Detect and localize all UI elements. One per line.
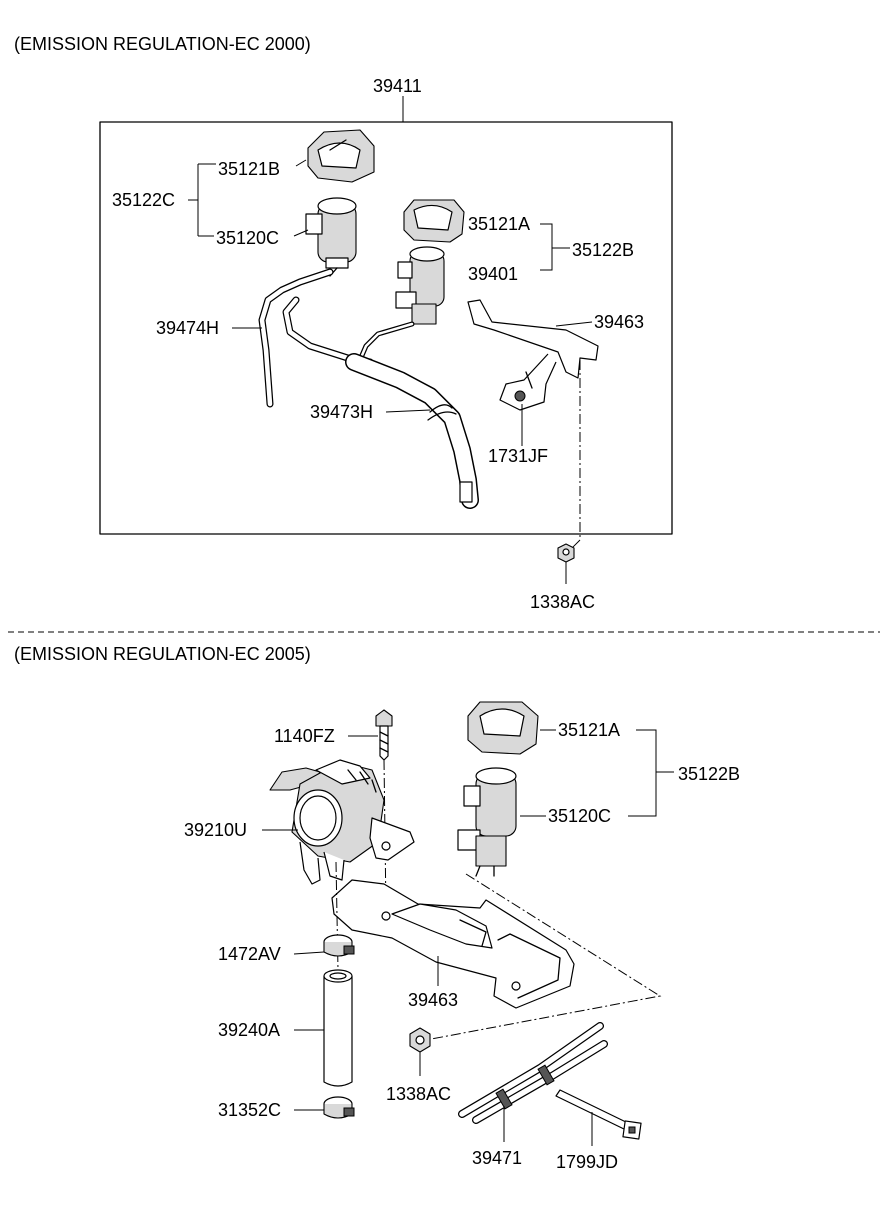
nut-1338ac-2005	[409, 1027, 431, 1053]
label-39463-2000: 39463	[594, 312, 644, 332]
section-title-ec2000: (EMISSION REGULATION-EC 2000)	[14, 34, 311, 54]
label-1338ac-2005: 1338AC	[386, 1084, 451, 1104]
label-39473h: 39473H	[310, 402, 373, 422]
label-35121a-2000: 35121A	[468, 214, 530, 234]
hose-39240a	[323, 969, 353, 1087]
label-39474h: 39474H	[156, 318, 219, 338]
valve-35120c-2005	[457, 767, 517, 877]
valve-39401	[395, 246, 445, 325]
label-35121a-2005: 35121A	[558, 720, 620, 740]
label-1338ac-2000: 1338AC	[530, 592, 595, 612]
nut-1338ac-2000	[557, 543, 575, 563]
bracket-35122b-2005	[628, 729, 674, 817]
bracket-35122b-2000	[540, 223, 570, 271]
clamp-31352c	[323, 1096, 355, 1119]
label-31352c: 31352C	[218, 1100, 281, 1120]
assembly-frame	[99, 121, 673, 535]
label-39401: 39401	[468, 264, 518, 284]
bracket-35122c	[188, 163, 216, 237]
bracket-39463-2005	[331, 879, 575, 1009]
label-35122b-2005: 35122B	[678, 764, 740, 784]
label-35120c-2000: 35120C	[216, 228, 279, 248]
label-39471: 39471	[472, 1148, 522, 1168]
cap-35121b	[307, 129, 375, 183]
section-ec2005: (EMISSION REGULATION-EC 2005) 1140FZ 392…	[14, 644, 740, 1172]
label-39240a: 39240A	[218, 1020, 280, 1040]
bolt-1140fz	[375, 709, 393, 761]
cap-35121a-2000	[403, 199, 465, 243]
sensor-39210u	[269, 759, 415, 885]
label-39210u: 39210U	[184, 820, 247, 840]
hoses-2000	[258, 268, 479, 509]
label-39463-2005: 39463	[408, 990, 458, 1010]
valve-35120c-left	[305, 197, 357, 277]
cable-tie-1799jd	[555, 1089, 642, 1140]
label-1799jd: 1799JD	[556, 1152, 618, 1172]
label-35122c: 35122C	[112, 190, 175, 210]
cap-35121a-2005	[467, 701, 539, 755]
label-35121b: 35121B	[218, 159, 280, 179]
label-39411: 39411	[373, 76, 422, 96]
label-1472av: 1472AV	[218, 944, 281, 964]
tube-39471	[458, 1022, 608, 1124]
label-1731jf: 1731JF	[488, 446, 548, 466]
label-1140fz: 1140FZ	[274, 726, 335, 746]
section-ec2000: (EMISSION REGULATION-EC 2000) 39411 3512…	[14, 34, 673, 612]
section-title-ec2005: (EMISSION REGULATION-EC 2005)	[14, 644, 311, 664]
bracket-39463-2000	[467, 299, 599, 411]
clamp-1472av	[323, 934, 355, 957]
label-35122b-2000: 35122B	[572, 240, 634, 260]
label-35120c-2005: 35120C	[548, 806, 611, 826]
